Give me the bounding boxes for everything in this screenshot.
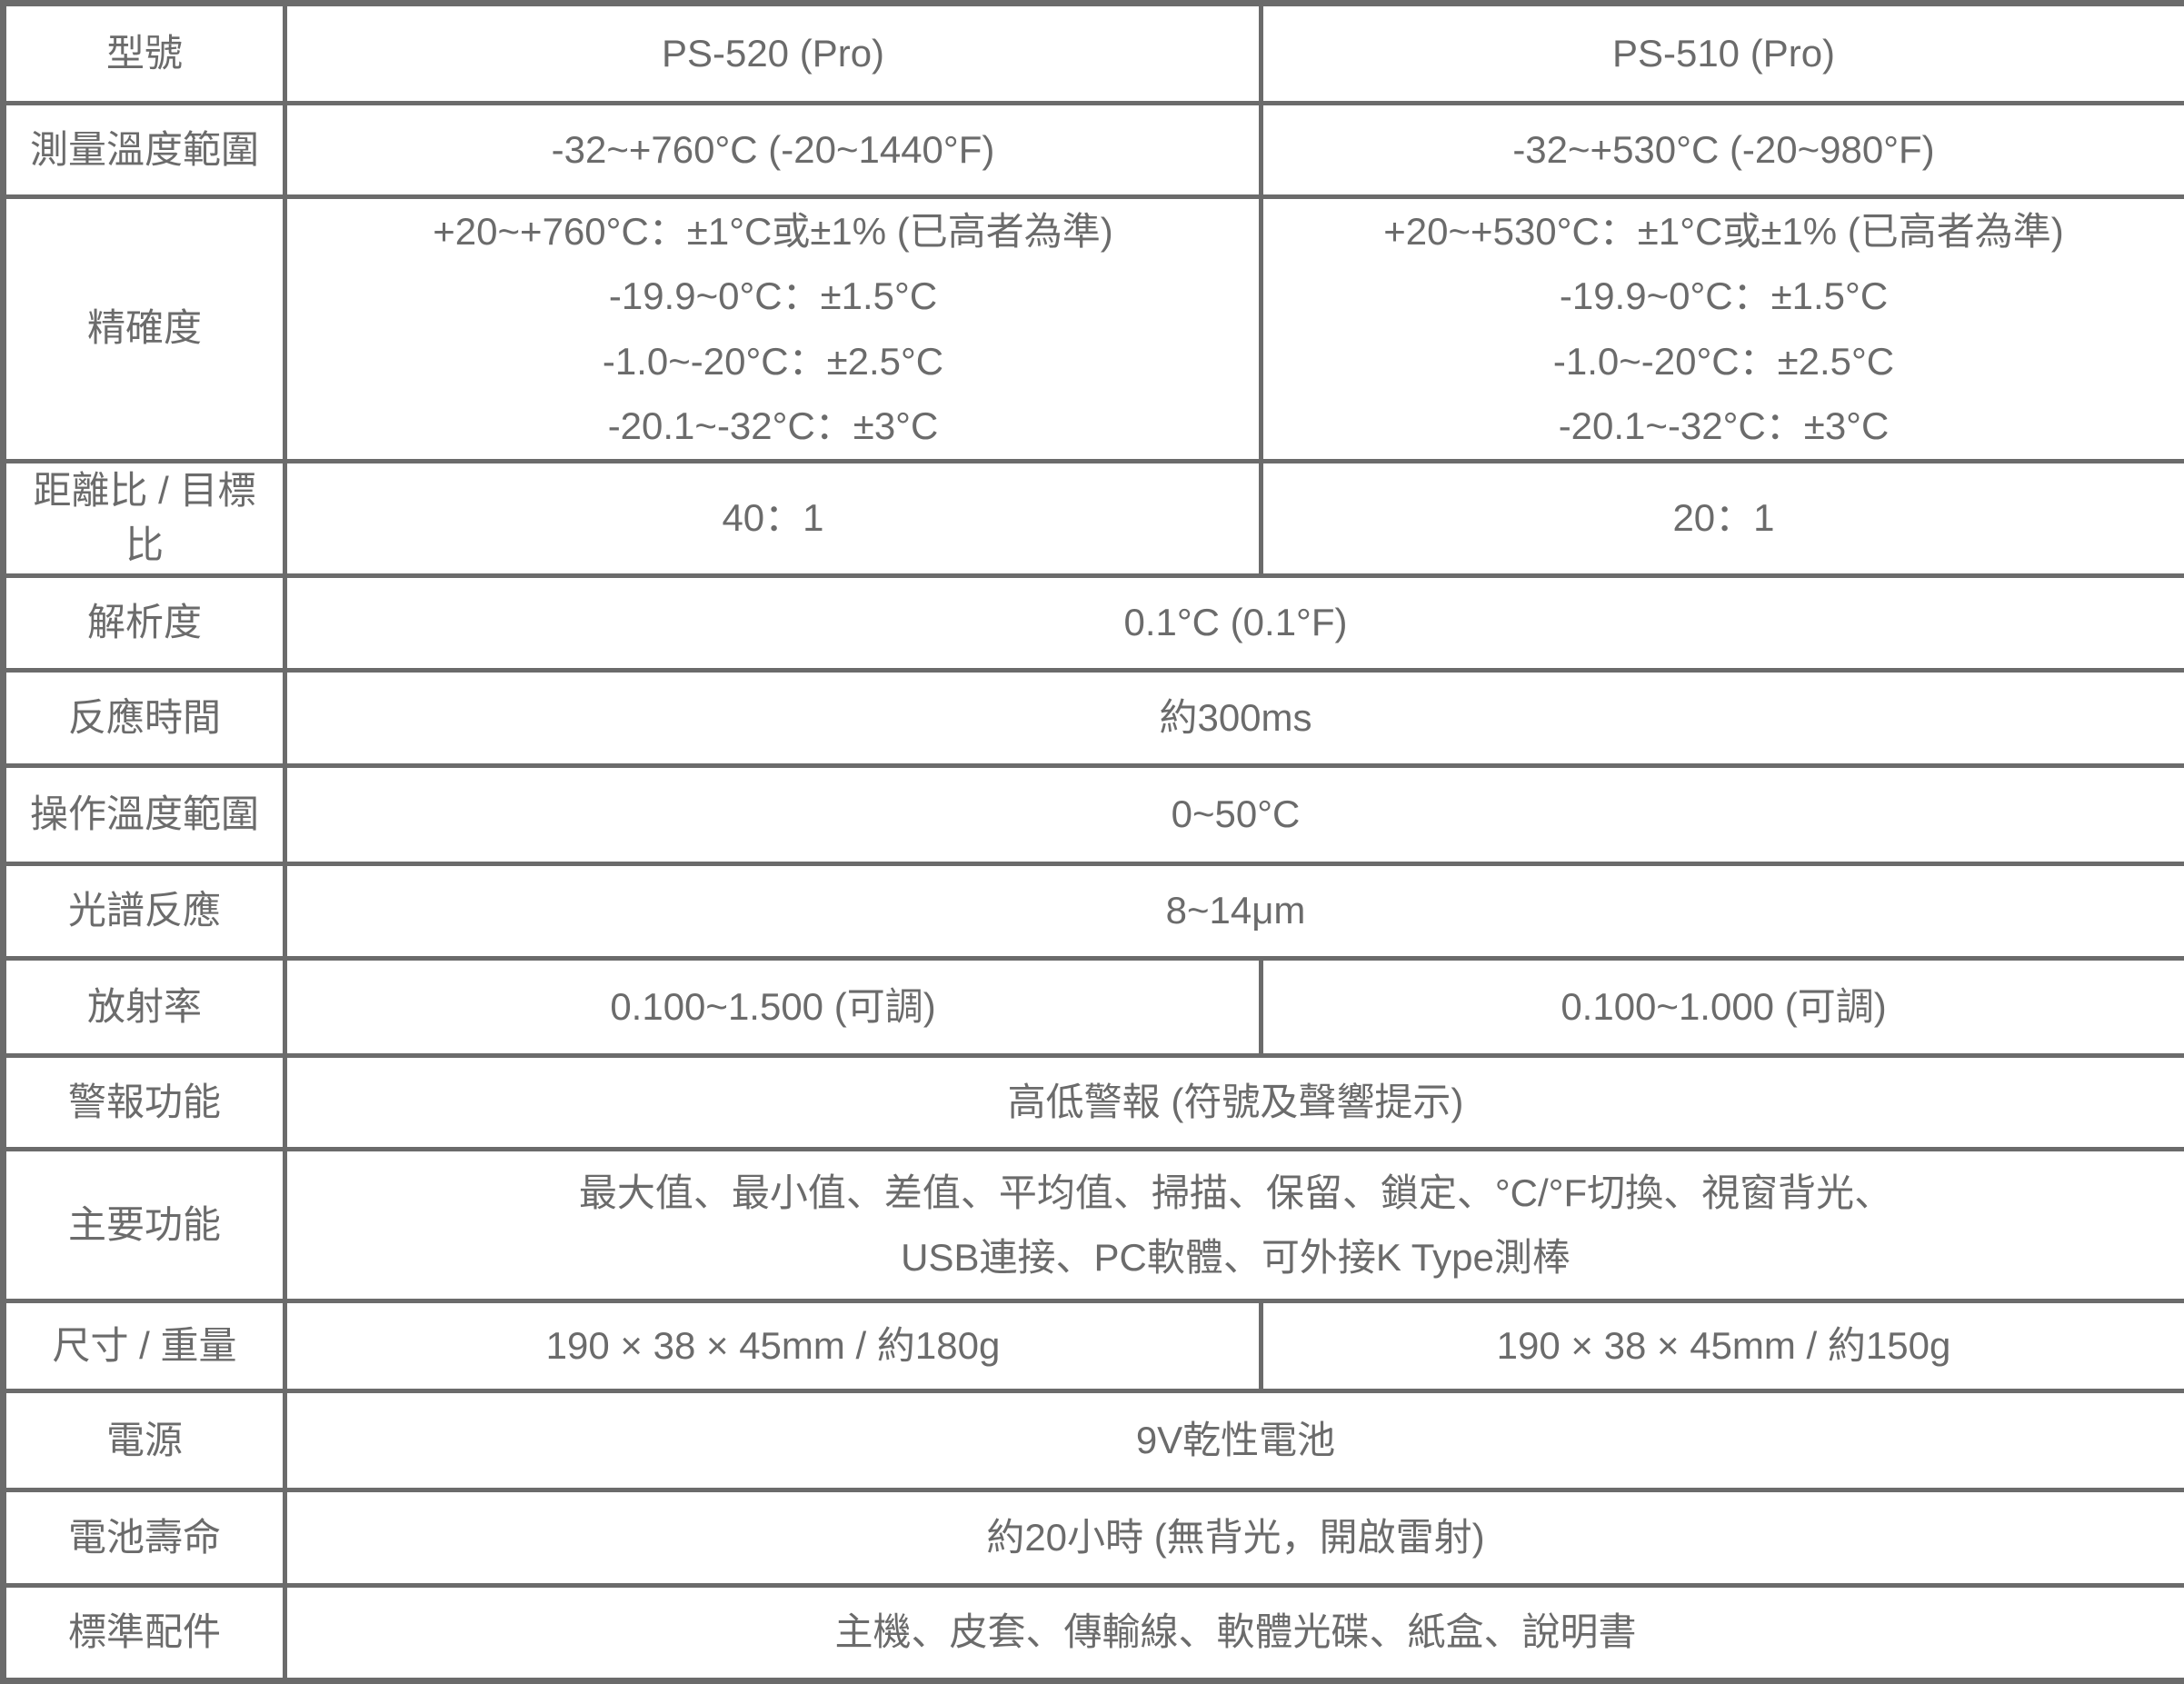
cell-ps510-accuracy: +20~+530°C：±1°C或±1% (已高者為準) -19.9~0°C：±1… [1262, 197, 2184, 462]
row-label-alarm: 警報功能 [4, 1056, 285, 1150]
row-label-size-weight: 尺寸 / 重量 [4, 1301, 285, 1391]
table-row-battery-life: 電池壽命 約20小時 (無背光，開啟雷射) [4, 1490, 2184, 1586]
row-label-response-time: 反應時間 [4, 671, 285, 766]
cell-merged-power: 9V乾性電池 [285, 1391, 2184, 1490]
main-functions-line: USB連接、PC軟體、可外接K Type測棒 [309, 1225, 2162, 1290]
row-label-operating-range: 操作溫度範圍 [4, 766, 285, 864]
row-label-battery-life: 電池壽命 [4, 1490, 285, 1586]
cell-ps520-emissivity: 0.100~1.500 (可調) [285, 959, 1262, 1056]
table-row-size-weight: 尺寸 / 重量 190 × 38 × 45mm / 約180g 190 × 38… [4, 1301, 2184, 1391]
table-row-accuracy: 精確度 +20~+760°C：±1°C或±1% (已高者為準) -19.9~0°… [4, 197, 2184, 462]
row-label-main-functions: 主要功能 [4, 1150, 285, 1301]
accuracy-line: -20.1~-32°C：±3°C [309, 394, 1237, 458]
cell-merged-main-functions: 最大值、最小值、差值、平均值、掃描、保留、鎖定、°C/°F切換、視窗背光、 US… [285, 1150, 2184, 1301]
cell-merged-resolution: 0.1°C (0.1°F) [285, 576, 2184, 671]
main-functions-line: 最大值、最小值、差值、平均值、掃描、保留、鎖定、°C/°F切換、視窗背光、 [309, 1161, 2162, 1225]
accuracy-line: +20~+530°C：±1°C或±1% (已高者為準) [1285, 199, 2162, 264]
cell-merged-alarm: 高低警報 (符號及聲響提示) [285, 1056, 2184, 1150]
row-label-power: 電源 [4, 1391, 285, 1490]
cell-ps510-distance-ratio: 20：1 [1262, 461, 2184, 576]
row-label-spectral-response: 光譜反應 [4, 864, 285, 959]
row-label-emissivity: 放射率 [4, 959, 285, 1056]
accuracy-line: -1.0~-20°C：±2.5°C [1285, 329, 2162, 394]
table-row-spectral-response: 光譜反應 8~14μm [4, 864, 2184, 959]
cell-merged-accessories: 主機、皮套、傳輸線、軟體光碟、紙盒、說明書 [285, 1586, 2184, 1681]
table-row-emissivity: 放射率 0.100~1.500 (可調) 0.100~1.000 (可調) [4, 959, 2184, 1056]
cell-ps510-emissivity: 0.100~1.000 (可調) [1262, 959, 2184, 1056]
row-label-accessories: 標準配件 [4, 1586, 285, 1681]
table-row-alarm: 警報功能 高低警報 (符號及聲響提示) [4, 1056, 2184, 1150]
row-label-model: 型號 [4, 4, 285, 104]
table-row-power: 電源 9V乾性電池 [4, 1391, 2184, 1490]
cell-merged-spectral-response: 8~14μm [285, 864, 2184, 959]
cell-ps520-model: PS-520 (Pro) [285, 4, 1262, 104]
row-label-resolution: 解析度 [4, 576, 285, 671]
table-row-model: 型號 PS-520 (Pro) PS-510 (Pro) [4, 4, 2184, 104]
accuracy-line: -19.9~0°C：±1.5°C [309, 264, 1237, 328]
table-row-operating-range: 操作溫度範圍 0~50°C [4, 766, 2184, 864]
table-row-main-functions: 主要功能 最大值、最小值、差值、平均值、掃描、保留、鎖定、°C/°F切換、視窗背… [4, 1150, 2184, 1301]
accuracy-line: -1.0~-20°C：±2.5°C [309, 329, 1237, 394]
cell-ps520-size-weight: 190 × 38 × 45mm / 約180g [285, 1301, 1262, 1391]
cell-ps510-measure-range: -32~+530°C (-20~980°F) [1262, 104, 2184, 197]
cell-merged-battery-life: 約20小時 (無背光，開啟雷射) [285, 1490, 2184, 1586]
cell-merged-response-time: 約300ms [285, 671, 2184, 766]
cell-ps520-distance-ratio: 40：1 [285, 461, 1262, 576]
table-row-resolution: 解析度 0.1°C (0.1°F) [4, 576, 2184, 671]
row-label-accuracy: 精確度 [4, 197, 285, 462]
cell-ps510-size-weight: 190 × 38 × 45mm / 約150g [1262, 1301, 2184, 1391]
table-row-response-time: 反應時間 約300ms [4, 671, 2184, 766]
table-row-distance-ratio: 距離比 / 目標比 40：1 20：1 [4, 461, 2184, 576]
accuracy-line: -19.9~0°C：±1.5°C [1285, 264, 2162, 328]
accuracy-line: +20~+760°C：±1°C或±1% (已高者為準) [309, 199, 1237, 264]
cell-ps520-accuracy: +20~+760°C：±1°C或±1% (已高者為準) -19.9~0°C：±1… [285, 197, 1262, 462]
table-row-measure-range: 測量溫度範圍 -32~+760°C (-20~1440°F) -32~+530°… [4, 104, 2184, 197]
cell-ps520-measure-range: -32~+760°C (-20~1440°F) [285, 104, 1262, 197]
cell-merged-operating-range: 0~50°C [285, 766, 2184, 864]
accuracy-line: -20.1~-32°C：±3°C [1285, 394, 2162, 458]
table-row-accessories: 標準配件 主機、皮套、傳輸線、軟體光碟、紙盒、說明書 [4, 1586, 2184, 1681]
cell-ps510-model: PS-510 (Pro) [1262, 4, 2184, 104]
row-label-measure-range: 測量溫度範圍 [4, 104, 285, 197]
row-label-distance-ratio: 距離比 / 目標比 [4, 461, 285, 576]
